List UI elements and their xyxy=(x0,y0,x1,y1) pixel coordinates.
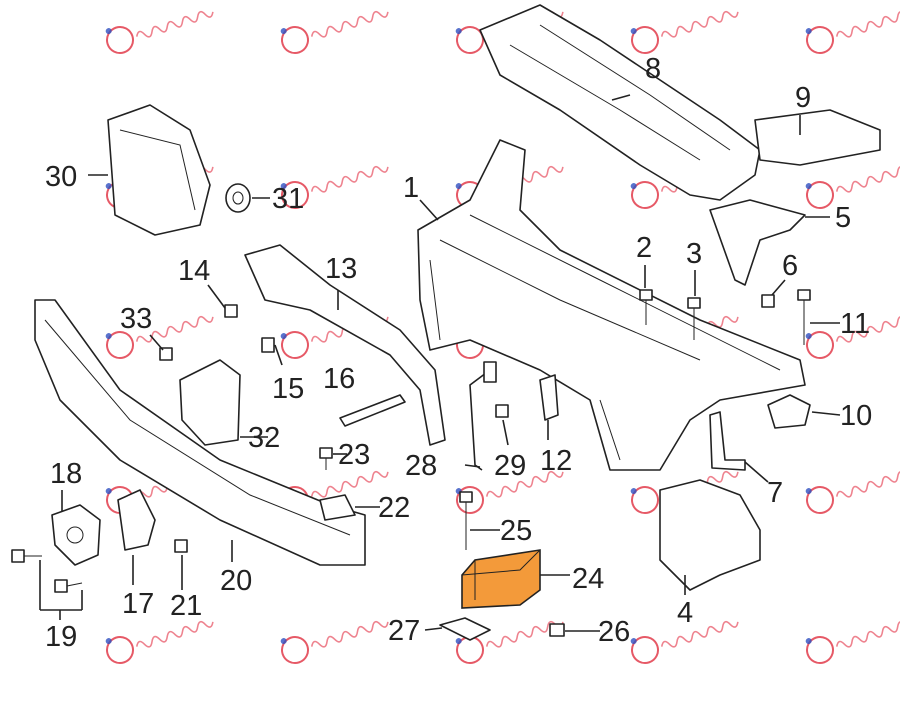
callout-7: 7 xyxy=(767,477,783,509)
callout-32: 32 xyxy=(248,422,280,454)
part-1-radiator-support xyxy=(417,139,806,471)
callout-26: 26 xyxy=(598,616,630,648)
callout-1: 1 xyxy=(403,172,419,204)
callout-9: 9 xyxy=(795,82,811,114)
part-32-bracket xyxy=(179,359,241,446)
callout-18: 18 xyxy=(50,458,82,490)
callout-21: 21 xyxy=(170,590,202,622)
part-28-sensor xyxy=(469,361,497,471)
callout-24: 24 xyxy=(572,563,604,595)
watermark-logo xyxy=(630,620,739,664)
part-22-bracket xyxy=(319,494,356,521)
watermark-logo xyxy=(280,620,389,664)
part-30-module xyxy=(107,104,211,236)
watermark-logo xyxy=(455,470,564,514)
watermark-logo xyxy=(805,10,900,54)
part-5-bracket xyxy=(709,199,806,286)
watermark-logo xyxy=(105,10,214,54)
callout-19: 19 xyxy=(45,621,77,653)
watermark-logo xyxy=(805,620,900,664)
callout-30: 30 xyxy=(45,161,77,193)
part-10-bracket xyxy=(767,394,811,429)
watermark-logo xyxy=(805,315,900,359)
callout-2: 2 xyxy=(636,232,652,264)
callout-16: 16 xyxy=(323,363,355,395)
callout-8: 8 xyxy=(645,53,661,85)
part-24-highlighted-module xyxy=(461,549,541,609)
watermark-logo xyxy=(630,10,739,54)
part-20-bumper-reinforcement xyxy=(34,299,366,566)
part-16-rod xyxy=(339,394,406,427)
part-12-clip xyxy=(539,374,559,421)
callout-5: 5 xyxy=(835,202,851,234)
leader-lines xyxy=(39,94,841,632)
callout-4: 4 xyxy=(677,597,693,629)
watermark-logo xyxy=(280,10,389,54)
callout-22: 22 xyxy=(378,492,410,524)
callout-15: 15 xyxy=(272,373,304,405)
callout-28: 28 xyxy=(405,450,437,482)
part-13-upper-member xyxy=(244,244,446,446)
callout-labels: 1 2 3 4 5 6 7 8 9 10 11 12 13 14 15 16 1… xyxy=(45,53,872,653)
callout-29: 29 xyxy=(494,450,526,482)
watermark-logo xyxy=(105,620,214,664)
part-4-mount xyxy=(659,479,761,591)
part-18-bracket xyxy=(51,504,101,566)
part-27-bracket xyxy=(439,617,491,641)
callout-27: 27 xyxy=(388,615,420,647)
callout-33: 33 xyxy=(120,303,152,335)
callout-23: 23 xyxy=(338,439,370,471)
part-8-upper-crossmember xyxy=(479,4,761,201)
part-7-bracket xyxy=(709,411,746,471)
watermark-logo xyxy=(105,315,214,359)
callout-10: 10 xyxy=(840,400,872,432)
callout-13: 13 xyxy=(325,253,357,285)
callout-6: 6 xyxy=(782,250,798,282)
part-17-bracket xyxy=(117,489,156,551)
callout-14: 14 xyxy=(178,255,210,287)
callout-17: 17 xyxy=(122,588,154,620)
callout-31: 31 xyxy=(272,183,304,215)
part-9-bracket xyxy=(754,109,881,166)
watermark-logo xyxy=(280,165,389,209)
bolts xyxy=(11,289,811,637)
watermark-logo xyxy=(805,165,900,209)
callout-25: 25 xyxy=(500,515,532,547)
callout-11: 11 xyxy=(840,308,870,340)
callout-20: 20 xyxy=(220,565,252,597)
watermark-logo xyxy=(805,470,900,514)
part-31-grommet xyxy=(225,183,251,213)
callout-12: 12 xyxy=(540,445,572,477)
callout-3: 3 xyxy=(686,238,702,270)
